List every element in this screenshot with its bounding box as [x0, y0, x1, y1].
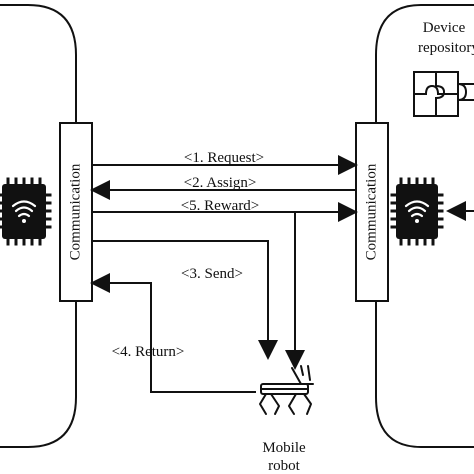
puzzle-icon — [413, 71, 474, 117]
device-repository-label-line2: repository — [418, 40, 474, 56]
request-message-label: <1. Request> — [184, 150, 264, 166]
device-repository-label-line1: Device — [423, 20, 466, 36]
return-arrow — [90, 273, 256, 393]
left-communication-label: Communication — [67, 163, 83, 260]
reward-message-label: <5. Reward> — [181, 198, 260, 214]
right-wifi-chip-icon — [390, 177, 444, 246]
robot-label-line1: Mobile — [262, 440, 306, 456]
robot-label-line2: robot — [268, 458, 300, 474]
left-wifi-chip-icon — [0, 177, 52, 246]
right-communication-label: Communication — [363, 163, 379, 260]
assign-message-label: <2. Assign> — [184, 175, 257, 191]
robot-dog-icon — [259, 365, 314, 415]
return-message-label: <4. Return> — [112, 344, 185, 360]
send-message-label: <3. Send> — [181, 266, 243, 282]
send-arrow — [92, 240, 278, 360]
